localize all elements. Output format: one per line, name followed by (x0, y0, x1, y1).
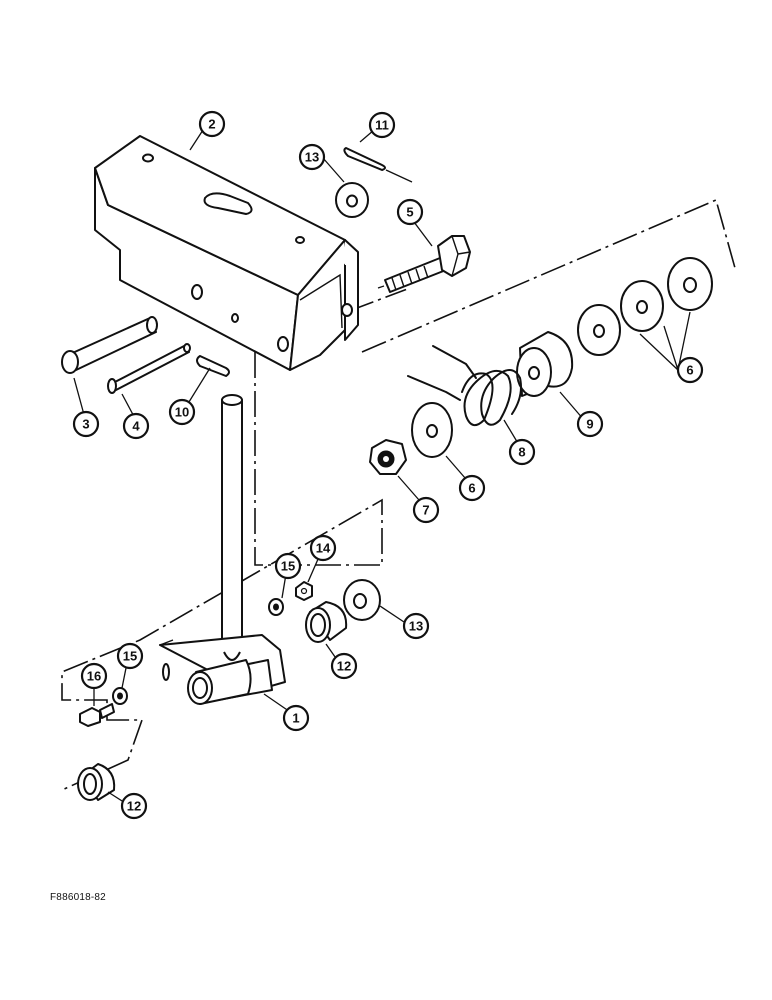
svg-text:14: 14 (316, 541, 331, 556)
lock-washer-upper (268, 598, 284, 616)
bolt (377, 235, 471, 293)
washer-single (411, 402, 453, 458)
callout-7: 7 (412, 496, 440, 524)
svg-text:13: 13 (409, 619, 423, 634)
cotter-pin-upper (343, 147, 413, 183)
callout-10: 10 (168, 398, 196, 426)
callout-4: 4 (122, 412, 150, 440)
bracket (94, 135, 359, 371)
svg-text:10: 10 (175, 405, 189, 420)
callout-8: 8 (508, 438, 536, 466)
bushing-right (305, 601, 348, 643)
callout-3: 3 (72, 410, 100, 438)
svg-text:1: 1 (292, 711, 299, 726)
bushing-left (77, 763, 116, 801)
svg-text:15: 15 (281, 559, 295, 574)
small-nut (295, 581, 313, 601)
svg-text:6: 6 (686, 363, 693, 378)
callout-2: 2 (198, 110, 226, 138)
svg-text:5: 5 (406, 205, 413, 220)
lock-nut (369, 439, 407, 475)
pivot-pin (61, 316, 158, 374)
callout-13-upper: 13 (298, 143, 326, 171)
svg-text:2: 2 (208, 117, 215, 132)
washer-upper (335, 182, 369, 218)
svg-text:12: 12 (127, 799, 141, 814)
callout-13-lower: 13 (402, 612, 430, 640)
callout-14: 14 (309, 534, 337, 562)
cap-screw (79, 703, 115, 727)
svg-text:13: 13 (305, 150, 319, 165)
spacer (516, 331, 574, 397)
callout-12-left: 12 (120, 792, 148, 820)
callout-11: 11 (368, 111, 396, 139)
clevis-pin (107, 343, 191, 394)
lever (159, 394, 286, 705)
svg-text:6: 6 (468, 481, 475, 496)
callout-9: 9 (576, 410, 604, 438)
callout-1: 1 (282, 704, 310, 732)
cotter-pin-lower (196, 355, 230, 377)
lock-washer-lower (112, 687, 128, 705)
callout-6-stack: 6 (676, 356, 704, 384)
callout-15-upper: 15 (274, 552, 302, 580)
svg-text:11: 11 (375, 118, 389, 133)
callout-16: 16 (80, 662, 108, 690)
svg-text:7: 7 (422, 503, 429, 518)
washer-lower (343, 579, 381, 621)
svg-text:15: 15 (123, 649, 137, 664)
svg-text:9: 9 (586, 417, 593, 432)
callout-15-lower: 15 (116, 642, 144, 670)
svg-text:4: 4 (132, 419, 140, 434)
figure-reference-code: F886018-82 (50, 892, 106, 903)
svg-text:3: 3 (82, 417, 89, 432)
torsion-spring (407, 345, 522, 427)
svg-text:12: 12 (337, 659, 351, 674)
callout-5: 5 (396, 198, 424, 226)
callout-12-right: 12 (330, 652, 358, 680)
callout-6-single: 6 (458, 474, 486, 502)
washer-stack (577, 257, 713, 356)
svg-text:16: 16 (87, 669, 101, 684)
svg-text:8: 8 (518, 445, 525, 460)
